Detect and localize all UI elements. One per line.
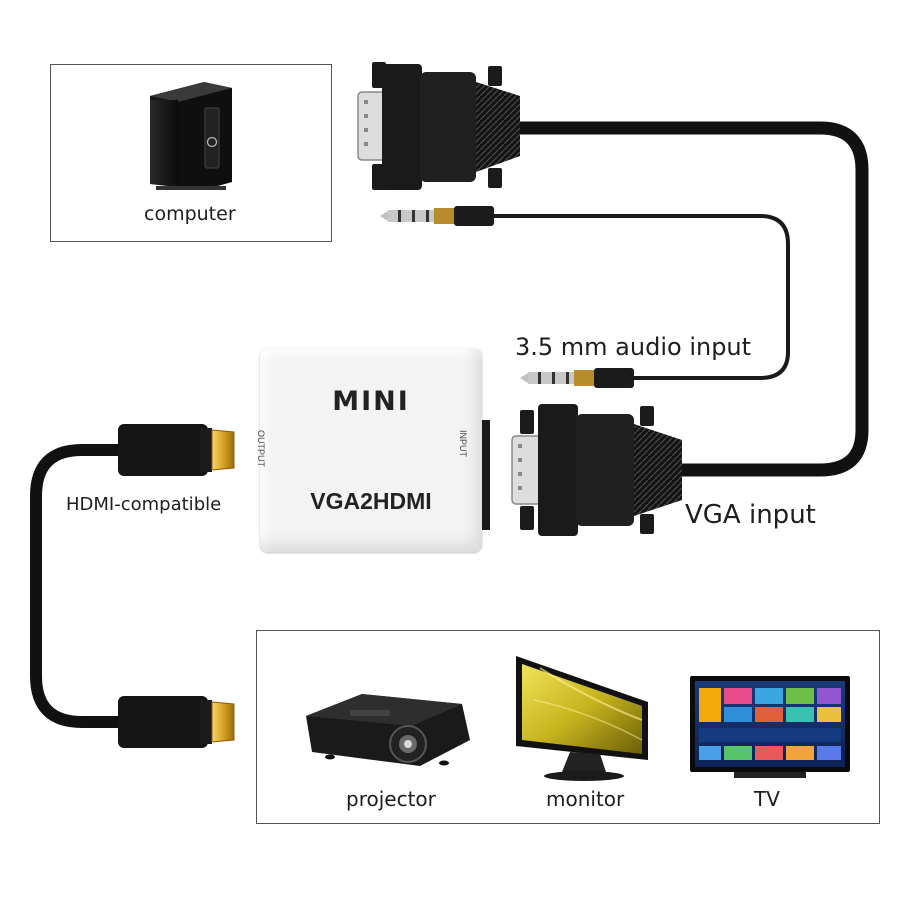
projector-label: projector <box>346 787 436 811</box>
monitor-icon <box>516 656 648 781</box>
audio-plug-bottom-icon <box>520 368 634 388</box>
monitor-label: monitor <box>546 787 625 811</box>
hdmi-cable <box>30 444 124 728</box>
vga2hdmi-adapter: MINI OUTPUT INPUT VGA2HDMI <box>256 348 482 552</box>
hdmi-label: HDMI-compatible <box>66 494 222 515</box>
hdmi-plug-bottom-icon <box>118 696 235 748</box>
vga-cable <box>511 121 869 477</box>
adapter-output-label: OUTPUT <box>256 430 266 467</box>
adapter-vga-port <box>480 420 490 530</box>
adapter-brand: MINI <box>332 386 410 417</box>
vga-plug-top-icon <box>357 62 520 190</box>
projector-icon <box>306 694 470 766</box>
vga-plug-bottom-icon <box>511 404 682 536</box>
audio-cable <box>488 214 790 380</box>
computer-tower-icon <box>150 82 232 190</box>
displays-box <box>256 630 880 824</box>
computer-box <box>50 64 332 242</box>
adapter-model: VGA2HDMI <box>310 488 432 514</box>
audio-input-label: 3.5 mm audio input <box>515 333 752 361</box>
vga-input-label: VGA input <box>685 500 816 530</box>
hdmi-plug-top-icon <box>118 424 235 476</box>
computer-label: computer <box>144 203 236 225</box>
audio-plug-top-icon <box>380 206 494 226</box>
tv-label: TV <box>754 787 780 811</box>
tv-icon <box>690 676 850 778</box>
adapter-input-label: INPUT <box>458 430 468 457</box>
